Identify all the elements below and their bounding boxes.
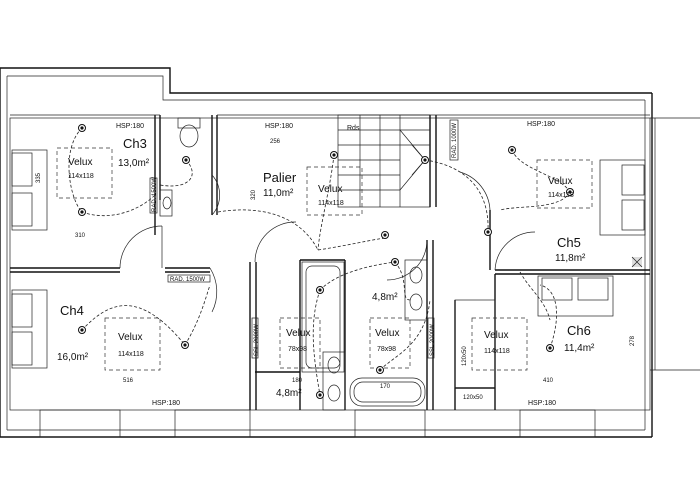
ch4-area: 16,0m² — [57, 352, 89, 363]
ch4-name: Ch4 — [60, 303, 84, 318]
velux-size: 78x98 — [377, 346, 396, 353]
velux-label: Velux — [548, 176, 572, 187]
velux-size: 114x118 — [484, 348, 510, 355]
ch6-area: 11,4m² — [564, 343, 595, 354]
light-point — [381, 231, 389, 239]
hsp-labels: HSP:180 HSP:180 HSP:180 HSP:180 HSP:180 … — [116, 121, 556, 407]
rad-1000-label: RAD. 1000W — [452, 123, 458, 158]
light-point — [566, 188, 574, 196]
dim-278: 278 — [630, 335, 636, 346]
light-point — [376, 366, 384, 374]
radiators — [149, 119, 459, 359]
velux-size: 114x118 — [318, 200, 344, 207]
dim-120x50: 120x50 — [463, 395, 483, 401]
light-point — [78, 124, 86, 132]
rds-label: Rds — [347, 125, 360, 132]
dim-516: 516 — [123, 378, 134, 384]
light-point — [484, 228, 492, 236]
hsp-label: HSP:180 — [527, 121, 555, 128]
ch5-area: 11,8m² — [555, 253, 586, 264]
rad-1500-label: RAD. 1500W — [152, 177, 158, 212]
hsp-label: HSP:180 — [265, 123, 293, 130]
staircase — [338, 115, 430, 207]
outer-walls — [0, 67, 700, 438]
ssl-2000-label: SSL 2000W — [254, 324, 260, 356]
light-points — [78, 124, 574, 399]
beds — [11, 149, 646, 369]
ch3-area: 13,0m² — [118, 158, 150, 169]
velux-label: Velux — [375, 328, 399, 339]
radiator-annotations: RAD. 1500W RAD. 1500W RAD. 1000W SSL 200… — [152, 123, 458, 356]
hsp-label: HSP:180 — [116, 123, 144, 130]
ssl-2000-label: SSL 2000W — [430, 324, 436, 356]
velux-size: 78x98 — [288, 346, 307, 353]
velux-label: Velux — [318, 184, 342, 195]
light-point — [330, 151, 338, 159]
velux-label: Velux — [484, 330, 508, 341]
velux-label: Velux — [118, 332, 142, 343]
dim-256: 256 — [270, 139, 281, 145]
hsp-label: HSP:180 — [528, 400, 556, 407]
bath-left-area: 4,8m² — [276, 388, 302, 399]
door-swings — [119, 171, 536, 313]
light-point — [316, 286, 324, 294]
velux-labels: Velux 114x118 Velux 114x118 Velux 114x11… — [68, 157, 574, 358]
dim-335: 335 — [36, 172, 42, 183]
light-point — [181, 341, 189, 349]
dim-120x50-vertical: 120x50 — [462, 346, 468, 366]
light-point — [78, 208, 86, 216]
dim-310: 310 — [75, 233, 86, 239]
palier-name: Palier — [263, 170, 297, 185]
velux-windows — [56, 147, 593, 389]
light-point — [546, 344, 554, 352]
light-point — [391, 258, 399, 266]
wiring — [68, 127, 571, 396]
room-labels: Ch3 13,0m² Palier 11,0m² Ch5 11,8m² Ch4 … — [57, 136, 595, 399]
velux-size: 114x118 — [118, 351, 144, 358]
ch5-name: Ch5 — [557, 235, 581, 250]
velux-label: Velux — [286, 328, 310, 339]
velux-size: 114x118 — [68, 173, 94, 180]
light-point — [182, 156, 190, 164]
dim-180: 180 — [292, 378, 303, 384]
bottom-windows — [39, 409, 596, 438]
velux-label: Velux — [68, 157, 92, 168]
velux-size: 114x118 — [548, 192, 574, 199]
rad-1500-label: RAD. 1500W — [170, 277, 205, 283]
dimensions: 310 256 320 516 410 180 170 335 278 120x… — [36, 139, 636, 401]
dim-170: 170 — [380, 384, 391, 390]
ch3-name: Ch3 — [123, 136, 147, 151]
light-point — [78, 326, 86, 334]
ch6-name: Ch6 — [567, 323, 591, 338]
dim-410: 410 — [543, 378, 554, 384]
light-point — [316, 391, 324, 399]
palier-area: 11,0m² — [263, 188, 294, 199]
light-point — [508, 146, 516, 154]
interior-walls — [10, 114, 650, 410]
bath-center-area: 4,8m² — [372, 292, 398, 303]
dim-320: 320 — [251, 189, 257, 200]
sanitary — [159, 117, 428, 411]
hsp-label: HSP:180 — [152, 400, 180, 407]
light-point — [421, 156, 429, 164]
